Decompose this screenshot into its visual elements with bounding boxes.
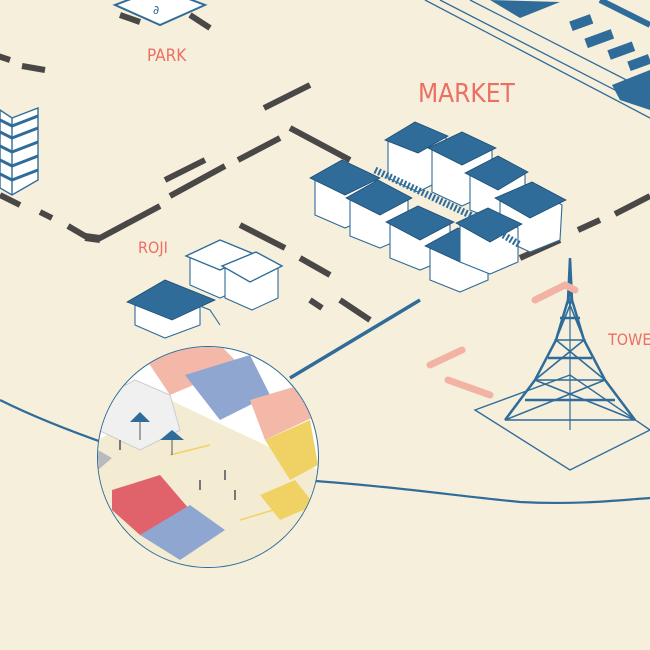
street-detail-inset [97, 346, 319, 568]
market-label: MARKET [418, 79, 516, 109]
roji-label: ROJI [138, 238, 168, 257]
roji-building-icon [126, 239, 284, 339]
road-segment [238, 222, 372, 323]
svg-text:∂: ∂ [153, 3, 159, 17]
market-building-icon [309, 121, 567, 293]
road-lines [0, 12, 650, 323]
road-segment [0, 53, 352, 243]
tower-label: TOWER [607, 330, 650, 349]
apartment-building-icon [0, 106, 39, 196]
callout-line [289, 298, 421, 380]
accent-strokes [426, 281, 579, 399]
umbrella-icon [130, 412, 184, 455]
park-building-icon: ∂ [112, 0, 208, 27]
rail-yard [424, 0, 650, 119]
road-segment [119, 12, 212, 31]
park-label: PARK [147, 46, 187, 66]
